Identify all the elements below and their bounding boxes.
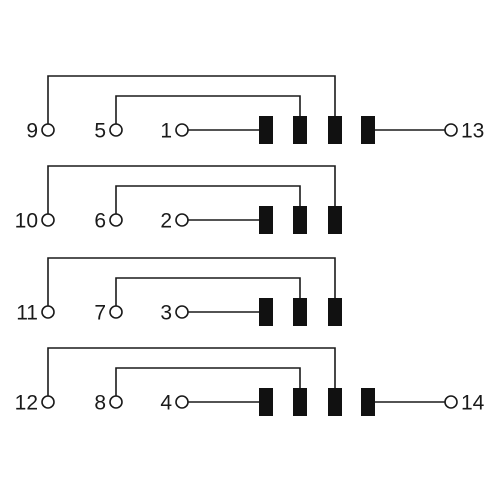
terminal-label-inner: 4 [160, 392, 172, 415]
terminal-circle [175, 305, 189, 319]
terminal-circle [41, 123, 55, 137]
outer-loop-wire [47, 347, 336, 396]
contact-block [361, 116, 375, 144]
contact-block [328, 116, 342, 144]
outer-loop-wire [47, 75, 336, 124]
terminal-circle [109, 213, 123, 227]
terminal-circle [175, 213, 189, 227]
terminal-label-middle: 7 [94, 302, 106, 325]
terminal-label-middle: 6 [94, 210, 106, 233]
contact-block [328, 206, 342, 234]
terminal-label-outer: 11 [16, 302, 38, 325]
terminal-circle [175, 395, 189, 409]
terminal-label-inner: 2 [160, 210, 172, 233]
outer-loop-wire [47, 257, 336, 306]
contact-block [259, 388, 273, 416]
terminal-circle [41, 213, 55, 227]
terminal-circle [444, 123, 458, 137]
middle-loop-wire [115, 367, 301, 396]
contact-block [328, 388, 342, 416]
terminal-circle [444, 395, 458, 409]
contact-block [293, 116, 307, 144]
middle-loop-wire [115, 185, 301, 214]
contact-block [259, 116, 273, 144]
terminal-label-outer: 12 [15, 392, 38, 415]
contact-block [293, 298, 307, 326]
terminal-label-inner: 1 [160, 120, 172, 143]
terminal-circle [109, 123, 123, 137]
middle-loop-wire [115, 95, 301, 124]
terminal-circle [109, 305, 123, 319]
terminal-label-outer: 10 [15, 210, 38, 233]
terminal-label-middle: 8 [94, 392, 106, 415]
terminal-label-inner: 3 [160, 302, 172, 325]
contact-block [293, 388, 307, 416]
terminal-label-middle: 5 [94, 120, 106, 143]
middle-loop-wire [115, 277, 301, 306]
contact-block [259, 298, 273, 326]
terminal-label-right: 14 [461, 392, 485, 415]
terminal-circle [175, 123, 189, 137]
contact-block [361, 388, 375, 416]
contact-block [328, 298, 342, 326]
terminal-circle [41, 305, 55, 319]
outer-loop-wire [47, 165, 336, 214]
contact-block [259, 206, 273, 234]
terminal-label-outer: 9 [26, 120, 38, 143]
contact-block [293, 206, 307, 234]
terminal-label-right: 13 [461, 120, 484, 143]
terminal-circle [41, 395, 55, 409]
terminal-circle [109, 395, 123, 409]
